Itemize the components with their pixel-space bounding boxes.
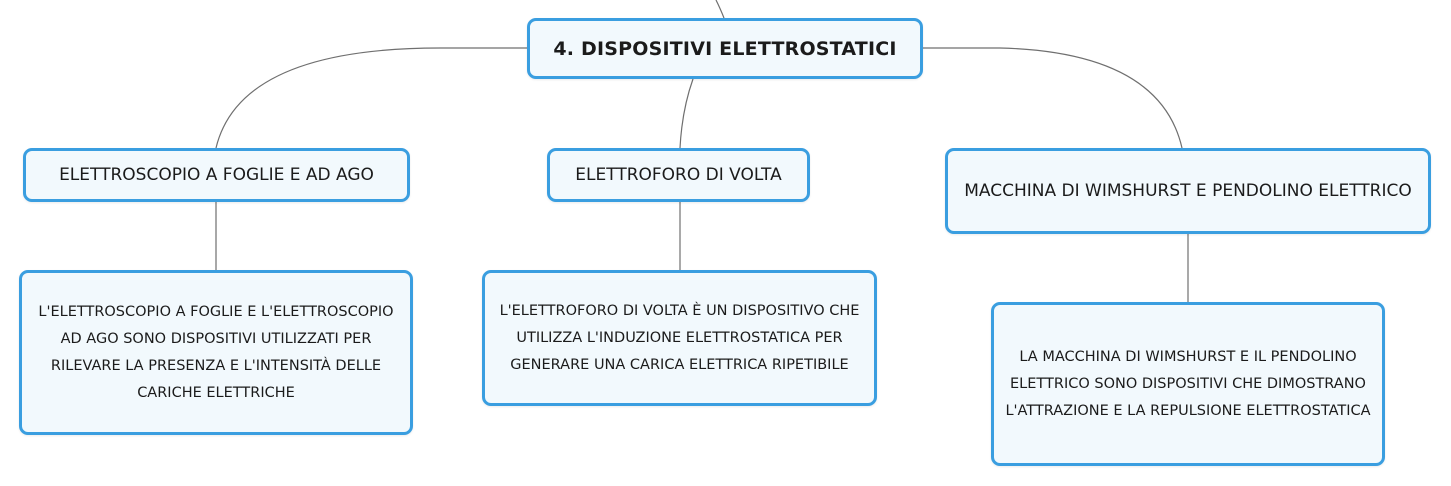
detail-node-elettroscopio[interactable]: L'ELETTROSCOPIO A FOGLIE E L'ELETTROSCOP…	[19, 270, 413, 435]
root-node-label: 4. DISPOSITIVI ELETTROSTATICI	[553, 37, 897, 60]
connector-root-to-topic-3	[923, 47, 1183, 149]
detail-node-text: L'ELETTROSCOPIO A FOGLIE E L'ELETTROSCOP…	[38, 303, 394, 401]
root-node[interactable]: 4. DISPOSITIVI ELETTROSTATICI	[527, 18, 923, 79]
topic-node-label: ELETTROFORO DI VOLTA	[575, 164, 782, 185]
detail-node-wimshurst[interactable]: LA MACCHINA DI WIMSHURST E IL PENDOLINO …	[991, 302, 1385, 466]
connector-root-to-topic-1	[215, 47, 527, 149]
detail-node-text: LA MACCHINA DI WIMSHURST E IL PENDOLINO …	[1005, 348, 1371, 419]
connector-root-to-topic-2	[679, 78, 694, 149]
topic-node-wimshurst[interactable]: MACCHINA DI WIMSHURST E PENDOLINO ELETTR…	[945, 148, 1431, 234]
topic-node-elettroscopio[interactable]: ELETTROSCOPIO A FOGLIE E AD AGO	[23, 148, 410, 202]
connector-incoming-root	[715, 0, 725, 19]
topic-node-label: ELETTROSCOPIO A FOGLIE E AD AGO	[59, 164, 374, 185]
detail-node-text: L'ELETTROFORO DI VOLTA È UN DISPOSITIVO …	[499, 302, 860, 373]
topic-node-label: MACCHINA DI WIMSHURST E PENDOLINO ELETTR…	[964, 180, 1412, 201]
detail-node-elettroforo[interactable]: L'ELETTROFORO DI VOLTA È UN DISPOSITIVO …	[482, 270, 877, 406]
topic-node-elettroforo[interactable]: ELETTROFORO DI VOLTA	[547, 148, 810, 202]
